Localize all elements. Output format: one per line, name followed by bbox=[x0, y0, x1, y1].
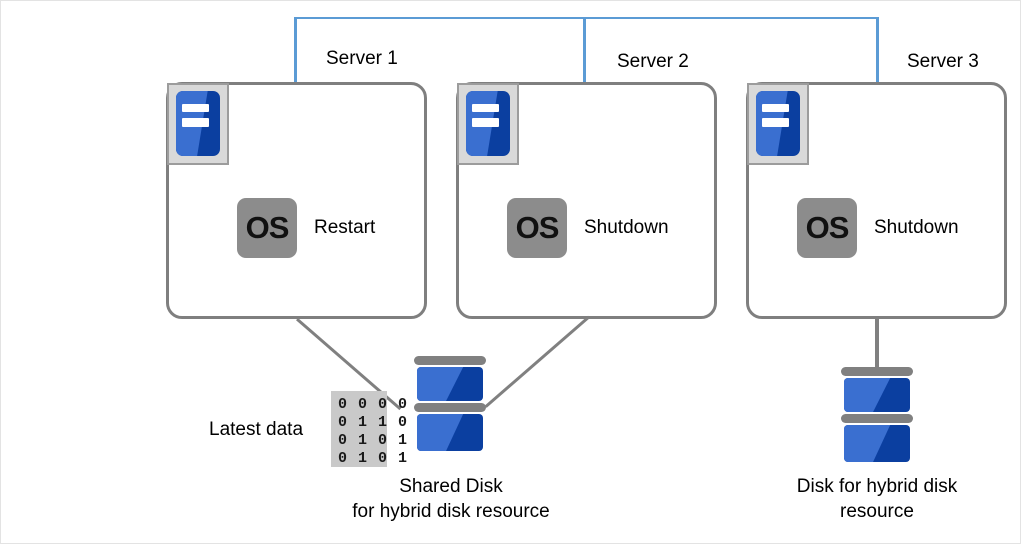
server-tower-icon bbox=[747, 83, 809, 165]
disk-plate-top bbox=[414, 356, 486, 365]
binary-data-icon: 0 0 0 0 0 1 1 0 0 1 0 1 0 1 0 1 bbox=[331, 391, 409, 467]
disk-body-upper bbox=[417, 367, 483, 401]
disk-plate-middle bbox=[414, 403, 486, 412]
shared-disk-caption-line1: Shared Disk bbox=[399, 476, 503, 497]
server-3-state-label: Shutdown bbox=[874, 217, 959, 238]
shared-disk-caption-line2: for hybrid disk resource bbox=[352, 501, 550, 522]
server-3-box[interactable]: OS Shutdown bbox=[746, 82, 1007, 319]
server-tower-icon bbox=[457, 83, 519, 165]
binary-data-row: 0 1 1 0 bbox=[338, 414, 409, 431]
server3-disk-caption-line1: Disk for hybrid disk bbox=[796, 476, 958, 497]
disk-stack-icon bbox=[841, 367, 913, 462]
connector-server2-to-shared-disk bbox=[484, 315, 590, 408]
disk-stack-icon bbox=[414, 356, 486, 451]
disk-body-upper bbox=[844, 378, 910, 412]
binary-data-row: 0 1 0 1 bbox=[338, 432, 409, 449]
server-1-state-label: Restart bbox=[314, 217, 376, 238]
server-1-label: Server 1 bbox=[326, 48, 398, 69]
os-badge-icon: OS bbox=[797, 198, 857, 258]
cluster-bracket-right-drop bbox=[876, 17, 879, 82]
cluster-bracket-top-line bbox=[294, 17, 879, 19]
os-badge-icon: OS bbox=[507, 198, 567, 258]
binary-data-row: 0 0 0 0 bbox=[338, 396, 409, 413]
server-2-label: Server 2 bbox=[617, 51, 689, 72]
binary-data-row: 0 1 0 1 bbox=[338, 450, 409, 467]
connector-server3-to-disk bbox=[875, 318, 879, 369]
server-2-state-label: Shutdown bbox=[584, 217, 669, 238]
disk-plate-top bbox=[841, 367, 913, 376]
disk-body-lower bbox=[417, 414, 483, 451]
latest-data-label: Latest data bbox=[209, 419, 304, 440]
server3-disk-caption-line2: resource bbox=[840, 501, 914, 522]
server-1-box[interactable]: OS Restart bbox=[166, 82, 427, 319]
server-3-label: Server 3 bbox=[907, 51, 979, 72]
server-2-box[interactable]: OS Shutdown bbox=[456, 82, 717, 319]
disk-body-lower bbox=[844, 425, 910, 462]
os-badge-icon: OS bbox=[237, 198, 297, 258]
cluster-bracket-middle-drop bbox=[583, 17, 586, 82]
cluster-bracket-left-drop bbox=[294, 17, 297, 82]
server-tower-icon bbox=[167, 83, 229, 165]
disk-plate-middle bbox=[841, 414, 913, 423]
